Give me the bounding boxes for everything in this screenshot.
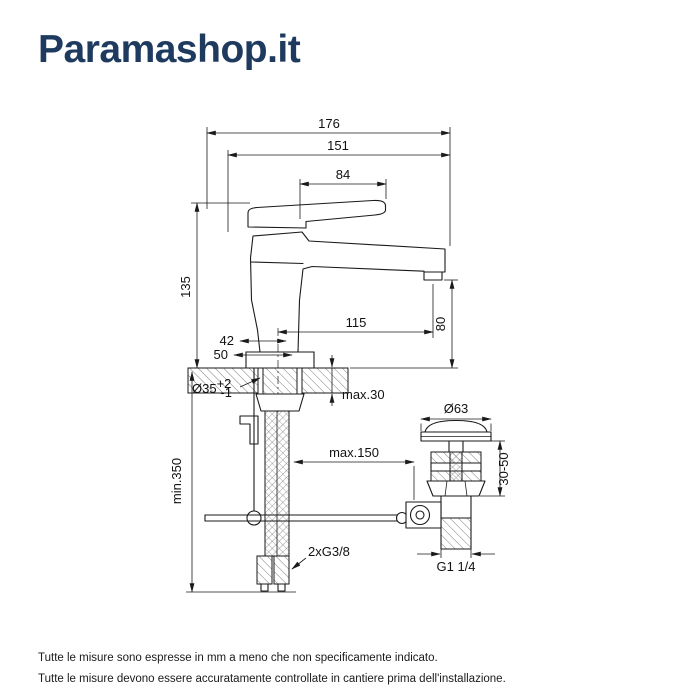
dim-label-d63: Ø63	[444, 401, 469, 416]
drain-stem-top	[448, 440, 464, 453]
hose-connector-left	[256, 555, 273, 585]
dim-label-42: 42	[220, 333, 234, 348]
dimension-spout-reach: 115	[277, 284, 434, 338]
dimension-rod-distance: max.150	[293, 445, 415, 500]
note-line-2: Tutte le misure devono essere accuratame…	[38, 673, 506, 685]
popup-cap	[424, 419, 488, 433]
threaded-shank	[262, 367, 298, 395]
dimension-hose-thread: 2xG3/8	[291, 544, 350, 570]
locknut-facet-1	[444, 480, 448, 497]
dimension-drain-thread: G1 1/4	[417, 549, 495, 574]
dim-label-min350: min.350	[169, 458, 184, 504]
tailpipe-thread	[440, 517, 472, 550]
drain-assembly	[405, 419, 492, 550]
hole-tol-plus: +2	[217, 376, 232, 391]
dimension-spout-height: 80	[350, 279, 458, 369]
deck-section-left	[187, 367, 259, 394]
dimension-drain-clamp-range: 30-50	[480, 440, 511, 497]
dim-label-80: 80	[433, 317, 448, 331]
rod-joint	[246, 510, 262, 526]
dim-label-84: 84	[336, 167, 350, 182]
hose-connector-right	[273, 555, 290, 585]
dim-label-2xg38: 2xG3/8	[308, 544, 350, 559]
dimension-hose-length: min.350	[169, 371, 296, 593]
paramashop-logo: Paramashop.it	[38, 28, 301, 71]
dim-label-115: 115	[346, 315, 367, 330]
dim-label-135: 135	[178, 276, 193, 298]
dimension-total-depth: 176	[206, 116, 451, 246]
fixing-bracket	[239, 415, 259, 445]
pop-up-rod	[204, 367, 409, 526]
dim-label-max150: max.150	[329, 445, 379, 460]
tee-ball-pin	[415, 510, 425, 520]
dim-label-50: 50	[214, 347, 228, 362]
mounting-nut	[255, 393, 305, 412]
hole-diameter-value: Ø35	[192, 381, 217, 396]
dimension-body-width-upper: 42	[220, 333, 287, 348]
notes: Tutte le misure sono espresse in mm a me…	[38, 648, 506, 690]
dimension-spout-depth: 151	[227, 138, 451, 232]
dimension-handle-length: 84	[299, 167, 387, 219]
dim-label-hole: Ø35+2-1	[192, 376, 232, 400]
hose-tip-left	[260, 583, 269, 592]
hole-tol-minus: -1	[220, 385, 232, 400]
dimension-deck-thickness: max.30	[329, 355, 385, 406]
dimension-height: 135	[178, 202, 250, 369]
dim-label-151: 151	[327, 138, 349, 153]
faucet-handle	[247, 199, 387, 229]
faucet-body-spout	[245, 231, 446, 369]
dimension-drain-diameter: Ø63	[420, 401, 492, 431]
hose-tip-right	[277, 583, 286, 592]
drain-locknut	[426, 480, 486, 497]
locknut-facet-2	[464, 480, 468, 497]
dim-label-3050: 30-50	[496, 452, 511, 485]
dim-label-g114: G1 1/4	[436, 559, 475, 574]
dim-label-176: 176	[318, 116, 340, 131]
dim-label-max30: max.30	[342, 387, 385, 402]
drain-stem-core	[449, 451, 463, 482]
note-line-1: Tutte le misure sono espresse in mm a me…	[38, 652, 438, 664]
dimension-body-width-base: 50	[214, 347, 293, 362]
supply-hoses	[239, 410, 290, 592]
deck-section-right	[301, 367, 349, 394]
body-seam	[250, 261, 304, 265]
dimension-hole-diameter: Ø35+2-1	[192, 376, 261, 400]
mounting-deck	[187, 367, 349, 412]
